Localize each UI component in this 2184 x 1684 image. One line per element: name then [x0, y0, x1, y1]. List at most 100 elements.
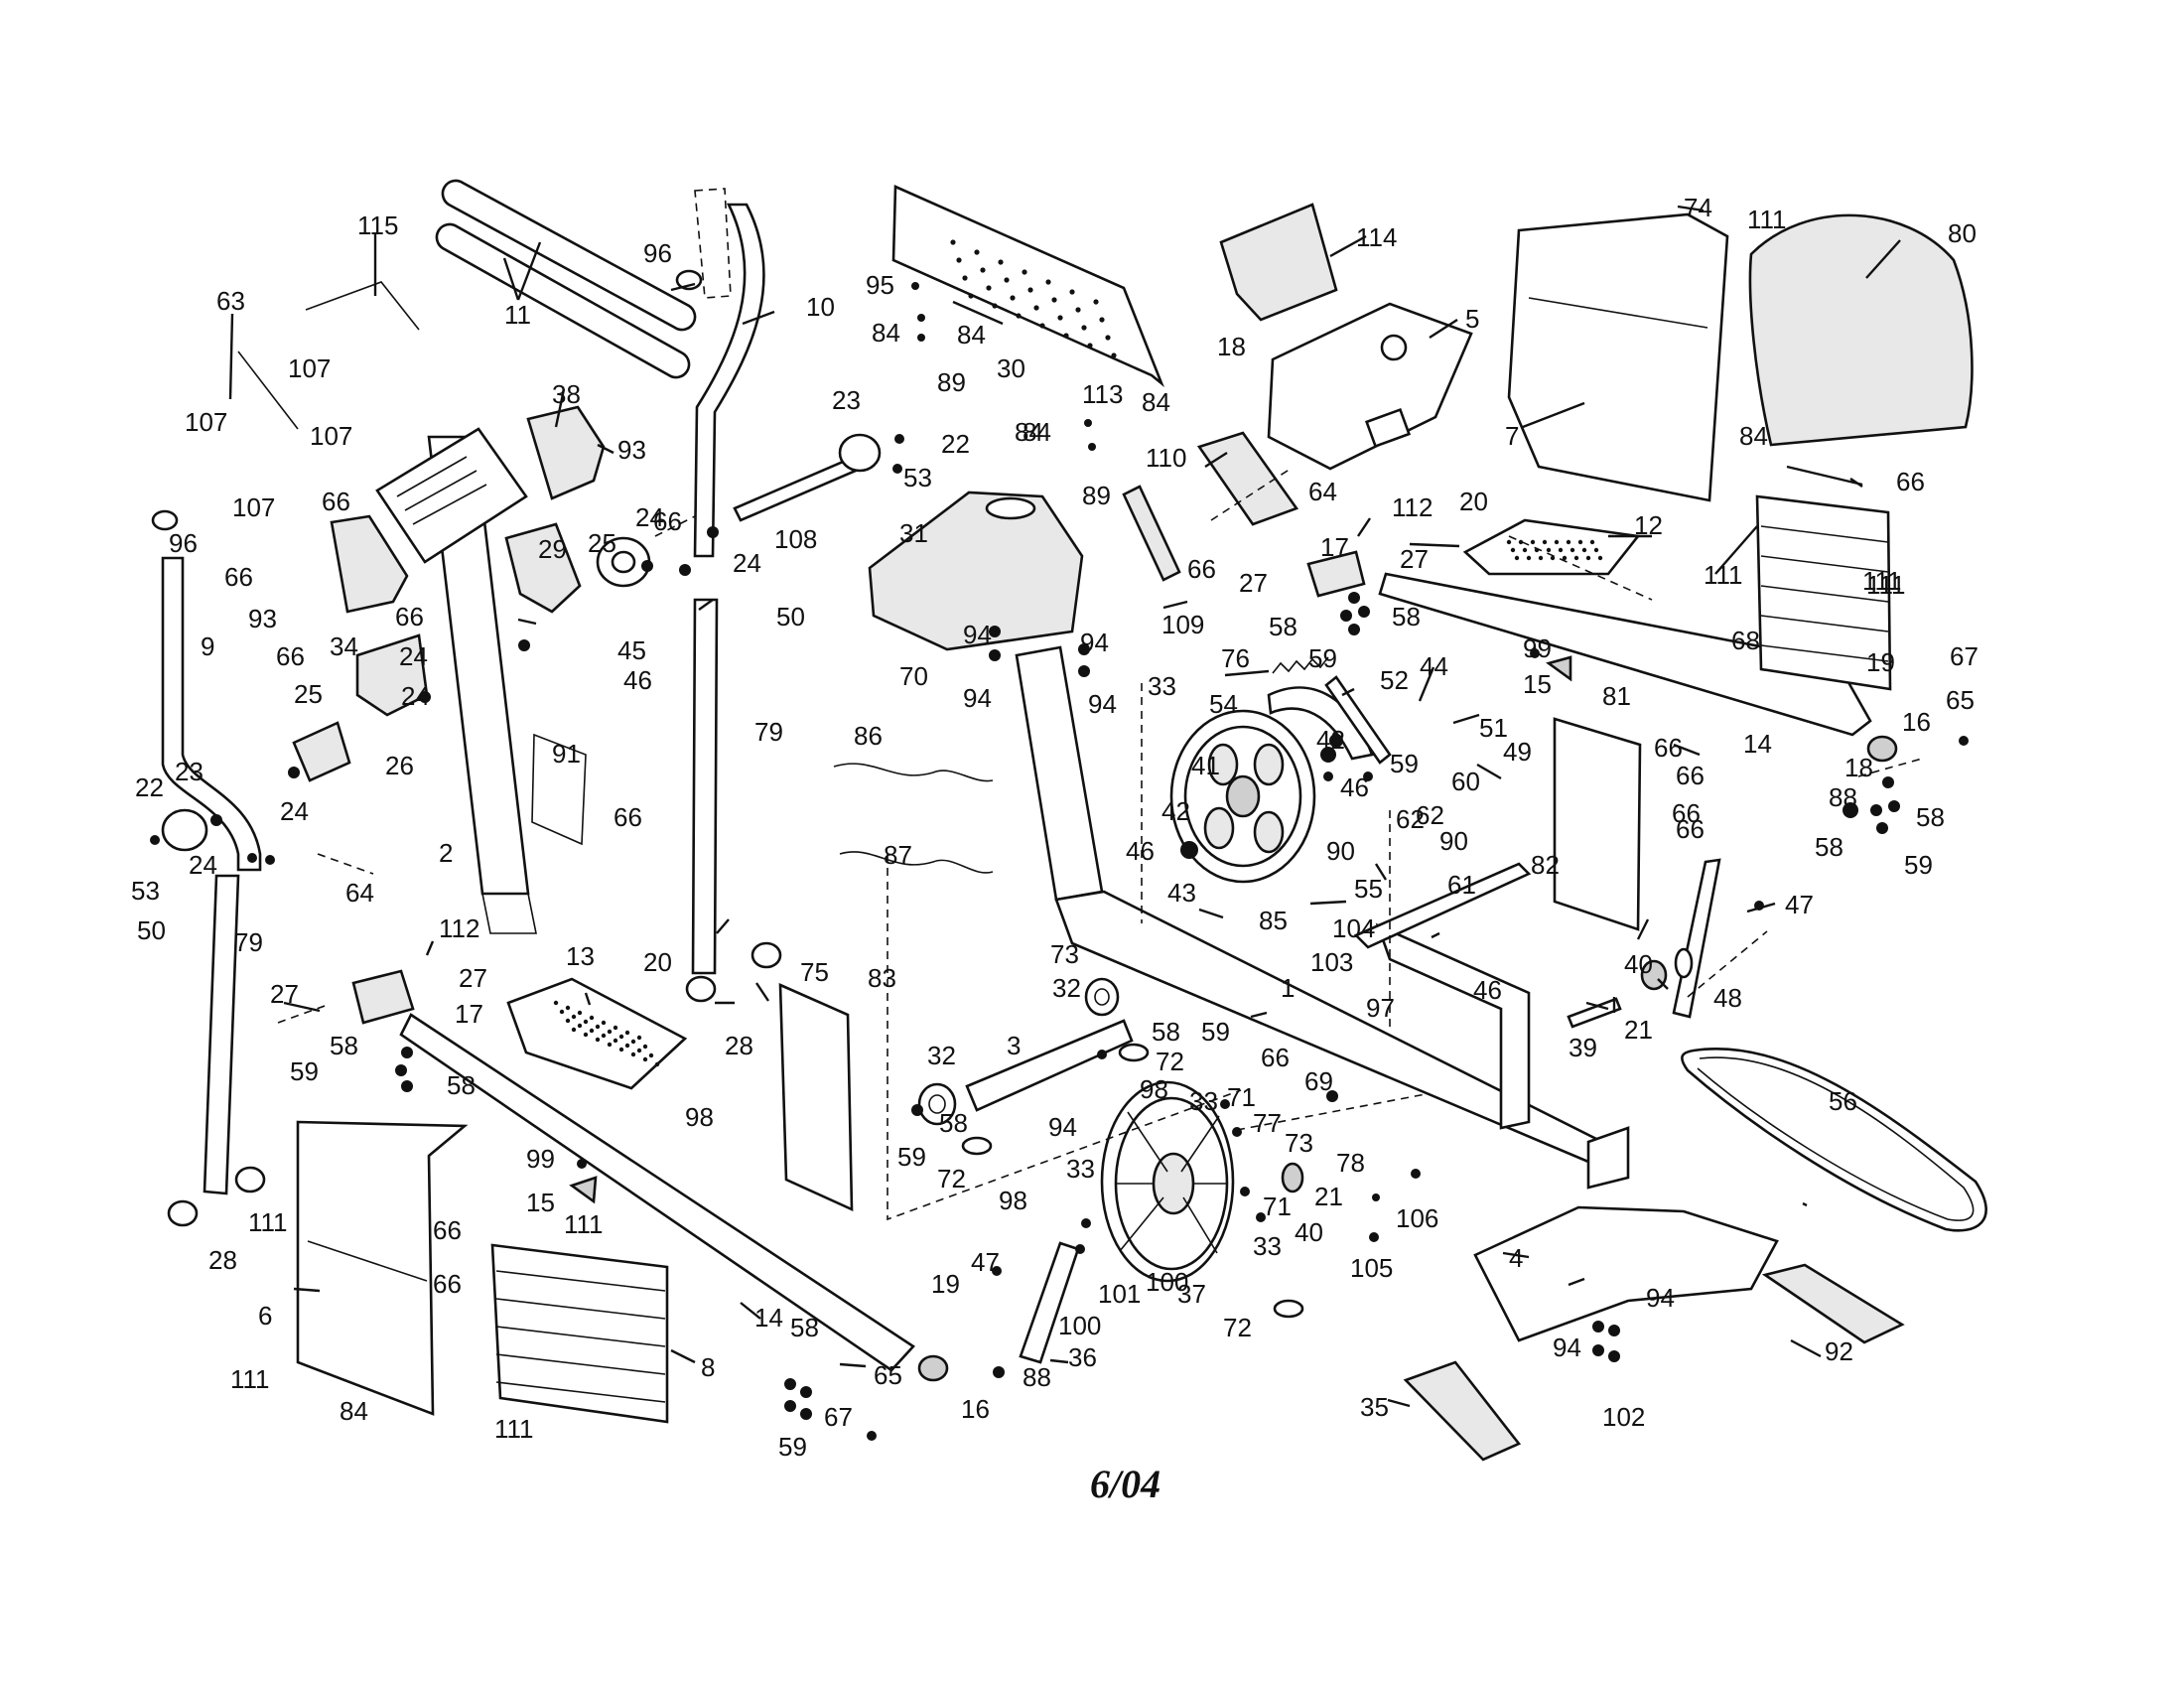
part-68-grille — [1755, 494, 1892, 691]
part-8-grille — [490, 1243, 669, 1424]
part-14-pedal-arm-left — [399, 1013, 915, 1372]
callout-55: 55 — [1354, 874, 1383, 904]
pedal-tread-dot — [583, 1019, 589, 1025]
callout-66: 66 — [1676, 814, 1705, 844]
part-17-bracket-left — [351, 969, 415, 1025]
callout-25: 25 — [294, 679, 323, 709]
fastener-dot — [989, 626, 1001, 637]
callout-42: 42 — [1316, 725, 1345, 755]
callout-87: 87 — [884, 840, 912, 870]
callout-110: 110 — [1146, 443, 1186, 473]
callout-18: 18 — [1217, 332, 1246, 361]
callout-66: 66 — [433, 1215, 462, 1245]
plate-hole — [1045, 279, 1051, 285]
callout-47: 47 — [1785, 890, 1814, 919]
callout-2: 2 — [439, 838, 453, 868]
part-23-knob-left — [161, 808, 208, 852]
callout-72: 72 — [1223, 1313, 1252, 1342]
callout-18: 18 — [1844, 753, 1873, 782]
plate-hole — [950, 239, 956, 245]
fastener-dot — [1372, 1193, 1380, 1201]
callout-107: 107 — [310, 421, 352, 451]
part-16-pivot-left — [917, 1354, 949, 1382]
part-56-belt — [1681, 1048, 1987, 1232]
part-6-side-cover — [296, 1120, 469, 1416]
callout-66: 66 — [395, 602, 424, 632]
fastener-dot — [265, 855, 275, 865]
callout-46: 46 — [623, 665, 652, 695]
callout-53: 53 — [903, 463, 932, 492]
fastener-dot — [1084, 419, 1092, 427]
part-30-plate — [891, 185, 1165, 388]
grille-slat — [1760, 644, 1889, 662]
callout-112: 112 — [1392, 492, 1433, 522]
callout-99: 99 — [1523, 633, 1552, 663]
pedal-tread-dot — [1566, 539, 1571, 545]
pedal-tread-dot — [1585, 555, 1591, 561]
pedal-tread-dot — [1542, 539, 1548, 545]
callout-24: 24 — [401, 681, 430, 711]
callout-14: 14 — [1743, 729, 1772, 759]
part-87-wire — [839, 851, 994, 874]
callout-88: 88 — [1023, 1362, 1051, 1392]
part-17-bracket-right — [1306, 550, 1366, 598]
part-13-pedal-left — [506, 977, 688, 1090]
callout-65: 65 — [1946, 685, 1975, 715]
callout-111: 111 — [248, 1207, 288, 1237]
fastener-dot — [1876, 822, 1888, 834]
fastener-dot — [577, 1159, 587, 1169]
grille-slat — [495, 1353, 666, 1375]
pedal-tread-dot — [595, 1037, 601, 1043]
callout-98: 98 — [685, 1102, 714, 1132]
callout-21: 21 — [1314, 1182, 1343, 1211]
callout-84: 84 — [1142, 387, 1170, 417]
callout-111: 111 — [1862, 566, 1902, 596]
fastener-dot — [1320, 747, 1336, 763]
callout-33: 33 — [1148, 671, 1176, 701]
part-drawings — [151, 179, 1987, 1462]
pedal-tread-dot — [1530, 539, 1536, 545]
callout-59: 59 — [1390, 749, 1419, 778]
pedal-tread-dot — [636, 1048, 642, 1053]
part-4-chain-guard — [1473, 1205, 1779, 1342]
callout-53: 53 — [131, 876, 160, 906]
plate-hole — [1093, 299, 1099, 305]
fastener-dot — [150, 835, 160, 845]
fastener-dot — [419, 691, 431, 703]
fastener-dot — [1363, 772, 1373, 781]
callout-66: 66 — [1896, 467, 1925, 496]
part-75-panel — [778, 982, 854, 1212]
callout-22: 22 — [135, 772, 164, 802]
part-115-bracket — [305, 281, 420, 331]
pedal-tread-dot — [601, 1033, 607, 1039]
callout-66: 66 — [433, 1269, 462, 1299]
callout-96: 96 — [169, 528, 198, 558]
part-10-upper-arm-right — [693, 188, 765, 558]
pedal-tread-dot — [577, 1010, 583, 1016]
plate-hole — [1105, 335, 1111, 341]
callout-6: 6 — [258, 1301, 272, 1331]
fastener-dot — [707, 526, 719, 538]
plate-hole — [992, 303, 998, 309]
callout-67: 67 — [1950, 641, 1979, 671]
callout-38: 38 — [552, 379, 581, 409]
plate-hole — [1075, 307, 1081, 313]
callout-66: 66 — [1187, 554, 1216, 584]
callout-64: 64 — [1308, 477, 1337, 506]
grille-slat — [495, 1298, 666, 1320]
callout-107: 107 — [288, 353, 331, 383]
callout-66: 66 — [1672, 798, 1701, 828]
callout-88: 88 — [1829, 782, 1857, 812]
pedal-tread-dot — [618, 1047, 624, 1052]
fastener-dot — [989, 649, 1001, 661]
plate-hole — [1051, 297, 1057, 303]
part-72-foot-c — [1273, 1299, 1304, 1319]
callout-115: 115 — [357, 210, 398, 240]
fastener-dot — [1882, 776, 1894, 788]
callout-23: 23 — [175, 757, 204, 786]
callout-59: 59 — [897, 1142, 926, 1172]
callout-94: 94 — [963, 620, 992, 649]
plate-hole — [962, 275, 968, 281]
pedal-tread-dot — [565, 1005, 571, 1011]
part-54-shield — [1267, 686, 1374, 761]
